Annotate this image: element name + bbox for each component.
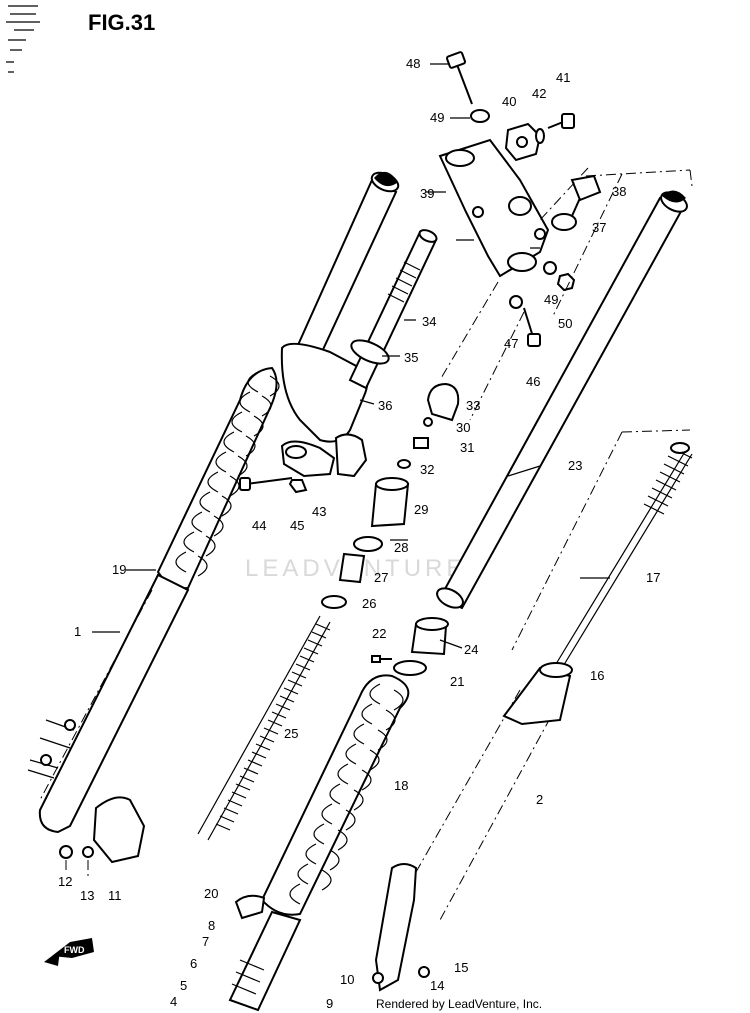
part-label: 39: [420, 186, 434, 201]
part-label: 30: [456, 420, 470, 435]
part-label: 5: [180, 978, 187, 993]
part-label: 10: [340, 972, 354, 987]
part-label: 20: [204, 886, 218, 901]
part-label: 38: [612, 184, 626, 199]
part-label: 22: [372, 626, 386, 641]
drain-parts: [59, 796, 430, 984]
part-labels: 48 41 49 40 42 39 38 37 34 49 50 47 35 4…: [58, 56, 660, 1011]
part-label: 24: [464, 642, 478, 657]
part-label: 7: [202, 934, 209, 949]
part-label: 49: [430, 110, 444, 125]
part-label: 46: [526, 374, 540, 389]
part-label: 25: [284, 726, 298, 741]
part-label: 23: [568, 458, 582, 473]
part-label: 36: [378, 398, 392, 413]
part-label: 14: [430, 978, 444, 993]
left-fork-assembly: [27, 171, 438, 834]
part-label: 6: [190, 956, 197, 971]
part-label: 37: [592, 220, 606, 235]
forward-arrow-label: FWD: [64, 945, 85, 955]
part-label: 40: [502, 94, 516, 109]
part-label: 2: [536, 792, 543, 807]
part-label: 11: [108, 888, 122, 903]
part-label: 21: [450, 674, 464, 689]
part-label: 34: [422, 314, 436, 329]
part-label: 4: [170, 994, 177, 1009]
part-label: 27: [374, 570, 388, 585]
fork-gaiter-18: [260, 674, 410, 916]
part-label: 45: [290, 518, 304, 533]
fork-cap-parts: [239, 382, 460, 663]
part-label: 42: [532, 86, 546, 101]
footer-credit: Rendered by LeadVenture, Inc.: [376, 997, 542, 1011]
part-label: 16: [590, 668, 604, 683]
part-label: 18: [394, 778, 408, 793]
part-label: 48: [406, 56, 420, 71]
part-label: 29: [414, 502, 428, 517]
part-label: 49: [544, 292, 558, 307]
part-label: 26: [362, 596, 376, 611]
part-label: 47: [504, 336, 518, 351]
figure-title: FIG.31: [88, 10, 155, 35]
part-label: 31: [460, 440, 474, 455]
part-label: 43: [312, 504, 326, 519]
part-label: 35: [404, 350, 418, 365]
part-label: 33: [466, 398, 480, 413]
part-label: 9: [326, 996, 333, 1011]
part-label: 12: [58, 874, 72, 889]
part-label: 28: [394, 540, 408, 555]
leader-lines: [92, 63, 610, 649]
part-label: 44: [252, 518, 266, 533]
part-label: 17: [646, 570, 660, 585]
part-label: 13: [80, 888, 94, 903]
scan-noise: [6, 5, 40, 73]
handlebar-clamp-assembly: [438, 51, 693, 421]
part-label: 50: [558, 316, 572, 331]
damper-rod-assembly: [502, 429, 693, 726]
part-label: 19: [112, 562, 126, 577]
part-label: 8: [208, 918, 215, 933]
part-label: 41: [556, 70, 570, 85]
part-label: 15: [454, 960, 468, 975]
forward-arrow-icon: FWD: [44, 938, 94, 966]
part-label: 1: [74, 624, 81, 639]
right-fork-assembly: [228, 190, 688, 1012]
part-label: 32: [420, 462, 434, 477]
fork-spring-25: [197, 615, 331, 841]
